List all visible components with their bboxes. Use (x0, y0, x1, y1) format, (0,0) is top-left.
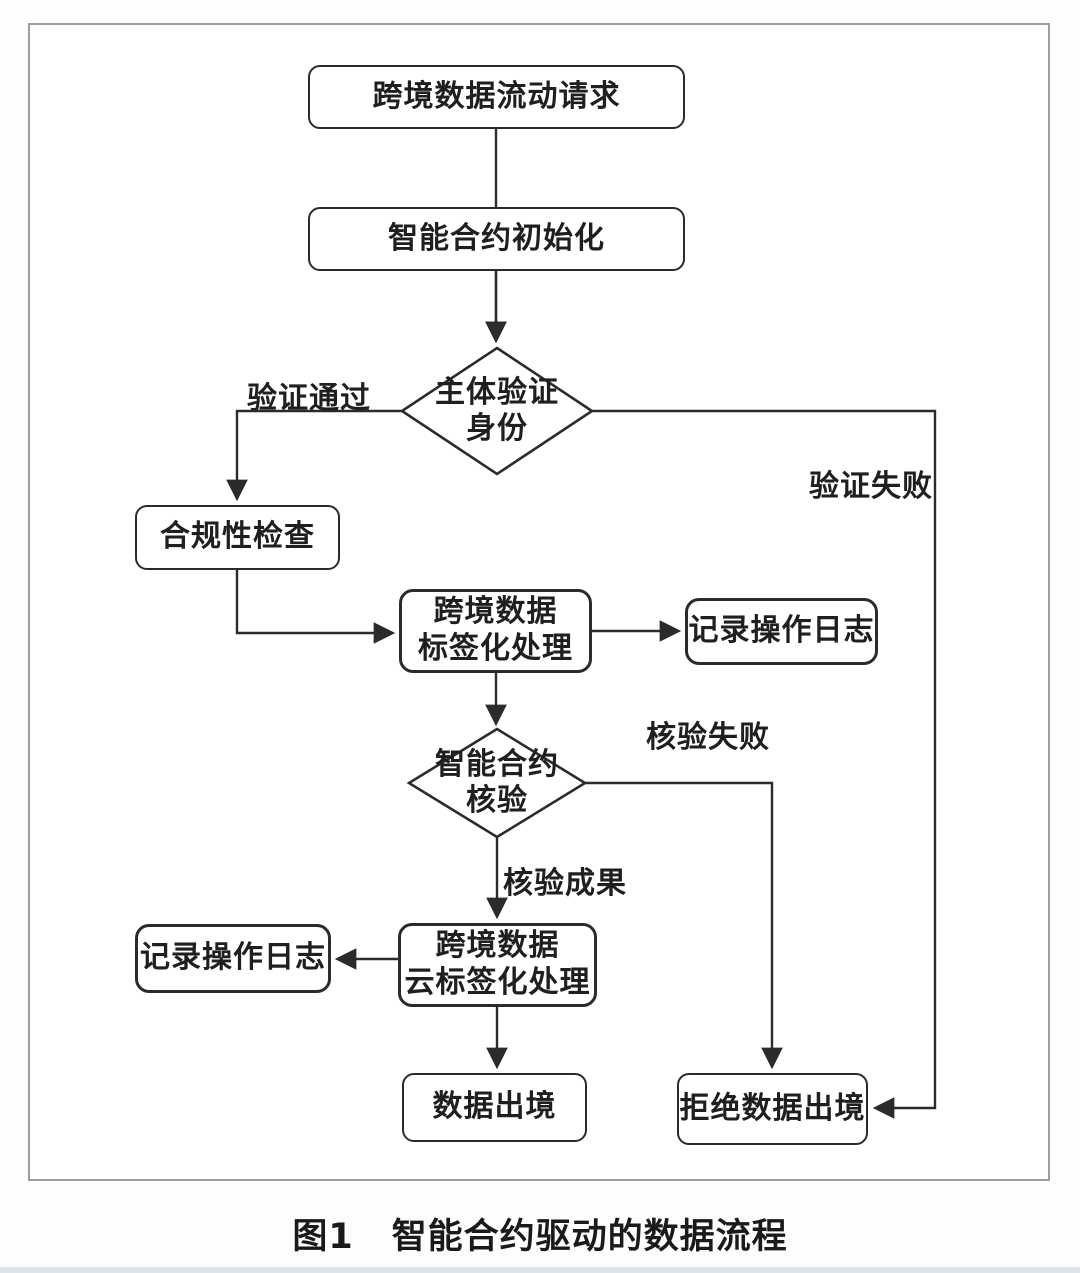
node-contract-check-line1: 智能合约 (435, 747, 559, 782)
node-labeling-line2: 标签化处理 (418, 631, 573, 666)
node-compliance: 合规性检查 (135, 505, 340, 570)
node-init: 智能合约初始化 (308, 207, 685, 271)
edge-identity-compliance (226, 409, 402, 502)
node-labeling: 跨境数据 标签化处理 (399, 589, 592, 673)
node-log-left: 记录操作日志 (135, 924, 331, 993)
node-compliance-label: 合规性检查 (160, 519, 315, 555)
node-reject: 拒绝数据出境 (677, 1073, 868, 1145)
figure-caption-number: 图1 (292, 1217, 354, 1257)
edge-label-verify-fail: 验证失败 (809, 469, 933, 504)
node-cloud-labeling-line2: 云标签化处理 (404, 965, 591, 1000)
node-contract-check: 智能合约 核验 (409, 737, 585, 829)
node-identity-check-line2: 身份 (466, 411, 528, 446)
node-identity-check: 主体验证 身份 (402, 358, 592, 464)
node-identity-check-line1: 主体验证 (435, 375, 559, 410)
figure-caption: 图1 智能合约驱动的数据流程 (0, 1208, 1080, 1259)
node-cloud-labeling-line1: 跨境数据 (435, 928, 560, 964)
edge-identity-reject (592, 409, 937, 1119)
node-labeling-line1: 跨境数据 (433, 594, 558, 630)
node-contract-check-line2: 核验 (466, 783, 528, 818)
node-request-label: 跨境数据流动请求 (372, 78, 621, 114)
node-init-label: 智能合约初始化 (388, 220, 605, 256)
edge-compliance-labeling (235, 570, 396, 644)
node-export-label: 数据出境 (432, 1089, 557, 1125)
node-reject-label: 拒绝数据出境 (679, 1090, 866, 1126)
page-bottom-edge (0, 1267, 1080, 1273)
identity-diamond-shape (399, 346, 595, 476)
node-cloud-labeling: 跨境数据 云标签化处理 (398, 923, 597, 1007)
node-request: 跨境数据流动请求 (308, 65, 685, 129)
edge-label-verify-pass: 验证通过 (247, 381, 371, 416)
edge-label-check-pass: 核验成果 (503, 866, 627, 901)
node-export: 数据出境 (402, 1073, 587, 1142)
figure-caption-title: 智能合约驱动的数据流程 (391, 1217, 788, 1257)
node-log-right-label: 记录操作日志 (688, 613, 875, 649)
edge-check-reject (585, 781, 783, 1070)
edge-label-check-fail: 核验失败 (646, 720, 770, 755)
contract-check-diamond-shape (406, 727, 588, 839)
node-log-left-label: 记录操作日志 (140, 940, 326, 976)
node-log-right: 记录操作日志 (685, 598, 878, 665)
